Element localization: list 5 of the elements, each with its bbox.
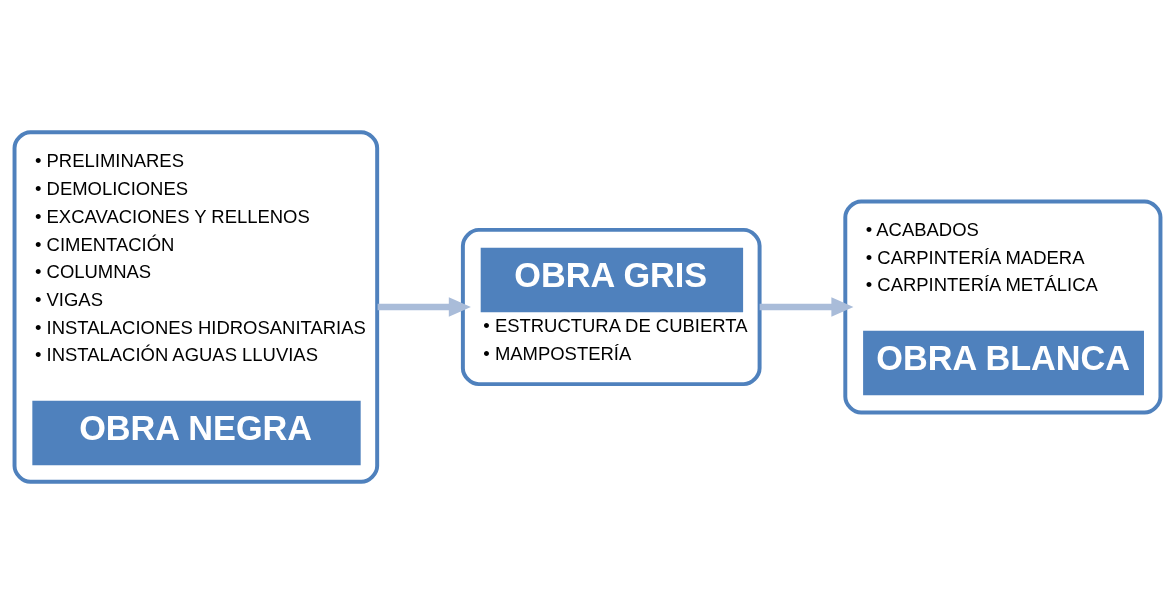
node-box: • PRELIMINARES • DEMOLICIONES • EXCAVACIONES Y RELLENOS • CIMENTACIÓN • COLUMNAS • VIGAS • INSTALACIONES HIDROSANITARIAS • INSTALACIÓN AGUAS LLUVIAS OBRA NEGRA <box>12 130 380 484</box>
node-box: OBRA GRIS • ESTRUCTURA DE CUBIERTA • MAMPOSTERÍA <box>460 227 762 387</box>
arrow <box>759 297 854 317</box>
node-box: • ACABADOS • CARPINTERÍA MADERA • CARPINTERÍA METÁLICA OBRA BLANCA <box>843 199 1163 415</box>
arrow <box>377 297 471 317</box>
